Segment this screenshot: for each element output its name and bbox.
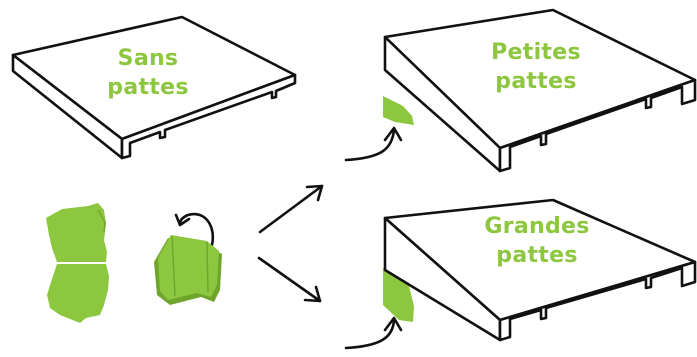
label-line: pattes	[496, 243, 578, 268]
box-small-tabs	[383, 8, 697, 173]
unfolded-tab-piece	[46, 203, 109, 323]
arrowhead	[383, 126, 403, 142]
label-line: pattes	[107, 75, 189, 100]
label-line: Grandes	[484, 214, 590, 239]
label-line: Petites	[491, 40, 581, 65]
label-line: Sans	[117, 46, 179, 71]
label-line: pattes	[495, 69, 577, 94]
box-front-face	[120, 73, 297, 160]
box-front-face	[498, 260, 697, 342]
box-large-tabs	[383, 198, 697, 342]
curved-arrow-icon	[344, 318, 396, 350]
arrowhead	[303, 285, 322, 303]
label-small-tabs: Petites pattes	[466, 38, 606, 96]
curved-arrow-icon	[344, 128, 396, 162]
box-front-face	[498, 78, 697, 173]
arrowhead	[305, 184, 324, 202]
arrow-icon	[258, 184, 324, 234]
fold-curve-icon	[178, 212, 215, 247]
small-tab	[383, 96, 414, 125]
arrowhead	[383, 316, 403, 332]
label-no-tabs: Sans pattes	[88, 44, 208, 102]
arrow-icon	[257, 256, 322, 303]
folded-tab-piece	[154, 235, 222, 305]
box-no-tabs	[11, 15, 297, 160]
label-large-tabs: Grandes pattes	[462, 212, 612, 270]
arrowhead	[174, 213, 191, 227]
